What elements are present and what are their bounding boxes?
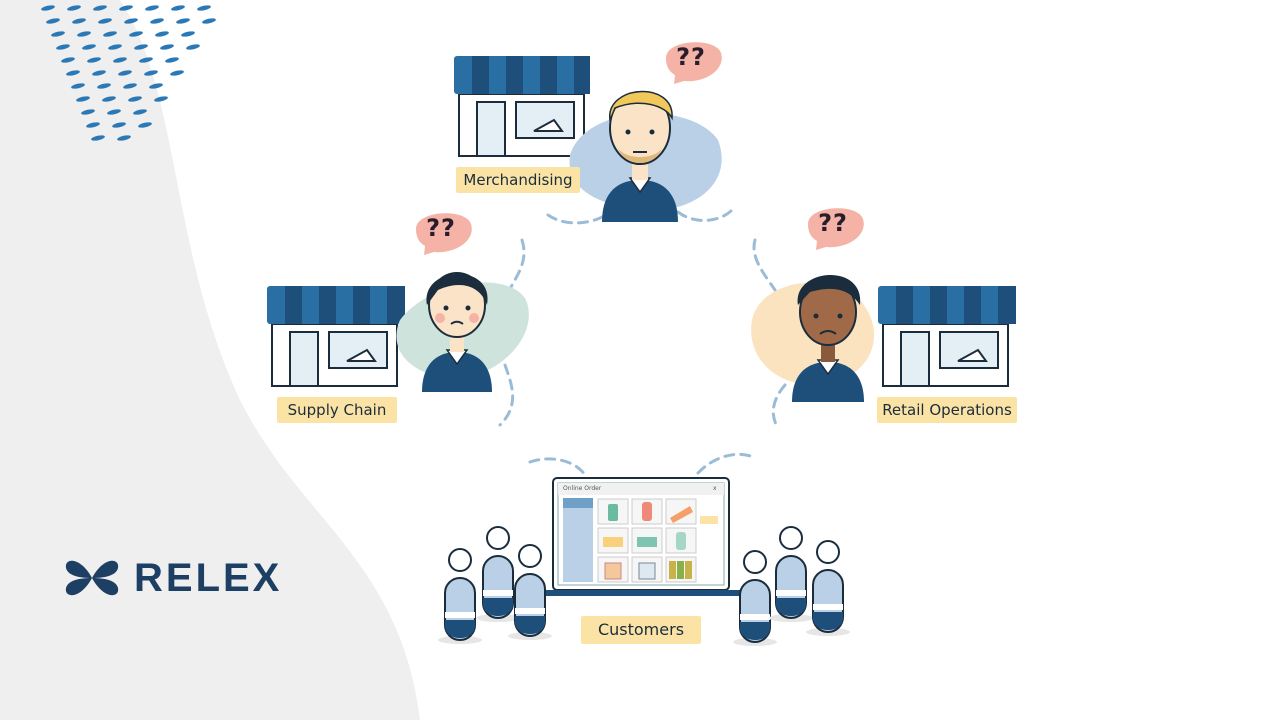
decorative-dash: [107, 109, 121, 115]
supply-chain-store: [267, 286, 405, 387]
decorative-dash: [145, 5, 159, 11]
decorative-dash: [154, 96, 168, 102]
online-order-close-icon: x: [713, 485, 717, 492]
decorative-dash: [41, 5, 55, 11]
decorative-dash: [128, 96, 142, 102]
decorative-dash: [186, 44, 200, 50]
decorative-dash: [133, 109, 147, 115]
decorative-dash: [155, 31, 169, 37]
decorative-dash: [139, 57, 153, 63]
decorative-dash: [134, 44, 148, 50]
background-wave: [0, 0, 420, 720]
decorative-dash: [93, 5, 107, 11]
decorative-dash: [77, 31, 91, 37]
customers-group: [438, 526, 850, 646]
decorative-dash: [102, 96, 116, 102]
decorative-dash: [117, 135, 131, 141]
decorative-dash: [138, 122, 152, 128]
decorative-dash: [86, 122, 100, 128]
merchandising-person: [602, 90, 678, 222]
decorative-dash: [113, 57, 127, 63]
decorative-dash: [119, 5, 133, 11]
decorative-dash: [108, 44, 122, 50]
merchandising-question-bubble: ??: [658, 31, 724, 85]
decorative-dash: [112, 122, 126, 128]
merchandising-store: [454, 56, 590, 157]
decorative-dash: [82, 44, 96, 50]
customer-figure: [438, 548, 482, 644]
decorative-dash: [150, 18, 164, 24]
decorative-dash: [176, 18, 190, 24]
retail-operations-store: [878, 286, 1016, 387]
retail-operations-question-text: ??: [818, 209, 848, 237]
decorative-dash: [56, 44, 70, 50]
decorative-dash: [91, 135, 105, 141]
supply-chain-label: Supply Chain: [277, 397, 397, 423]
decorative-dash: [197, 5, 211, 11]
decorative-dash: [92, 70, 106, 76]
retail-operations-question-bubble: ??: [800, 197, 866, 251]
decorative-dash: [66, 70, 80, 76]
decorative-dash: [87, 57, 101, 63]
decorative-dash: [181, 31, 195, 37]
customer-figure: [508, 544, 552, 640]
online-order-window-title: Online Order: [563, 485, 602, 492]
decorative-dash: [144, 70, 158, 76]
customer-figure: [769, 526, 813, 622]
customer-figure: [733, 550, 777, 646]
decorative-dash: [67, 5, 81, 11]
customer-figure: [806, 540, 850, 636]
customers-label: Customers: [581, 616, 701, 644]
decorative-dash: [170, 70, 184, 76]
decorative-dash: [129, 31, 143, 37]
merchandising-label: Merchandising: [456, 167, 580, 193]
decorative-dash: [118, 70, 132, 76]
decorative-dash: [98, 18, 112, 24]
supply-chain-person: [422, 272, 492, 392]
decorative-dash: [71, 83, 85, 89]
decorative-dash: [202, 18, 216, 24]
decorative-dash: [123, 83, 137, 89]
connector-lines: [498, 208, 787, 477]
decorative-dash: [72, 18, 86, 24]
decorative-dash: [46, 18, 60, 24]
supply-chain-question-bubble: ??: [408, 202, 474, 256]
decorative-dash: [51, 31, 65, 37]
decorative-dash: [103, 31, 117, 37]
decorative-dash: [160, 44, 174, 50]
customer-figure: [476, 526, 520, 622]
decorative-dash: [61, 57, 75, 63]
decorative-dash: [97, 83, 111, 89]
decorative-dash: [171, 5, 185, 11]
decorative-dash: [149, 83, 163, 89]
decorative-dash: [81, 109, 95, 115]
decorative-dash: [76, 96, 90, 102]
supply-chain-question-text: ??: [426, 214, 456, 242]
relex-logo-icon: [65, 560, 119, 596]
relex-logo-wordmark: RELEX: [134, 556, 283, 600]
retail-operations-label: Retail Operations: [877, 397, 1017, 423]
decorative-dash: [124, 18, 138, 24]
retail-operations-person: [792, 274, 864, 402]
decorative-dash: [165, 57, 179, 63]
decorative-dashes: [41, 5, 216, 141]
laptop-online-order: [540, 477, 742, 596]
merchandising-question-text: ??: [676, 43, 706, 71]
